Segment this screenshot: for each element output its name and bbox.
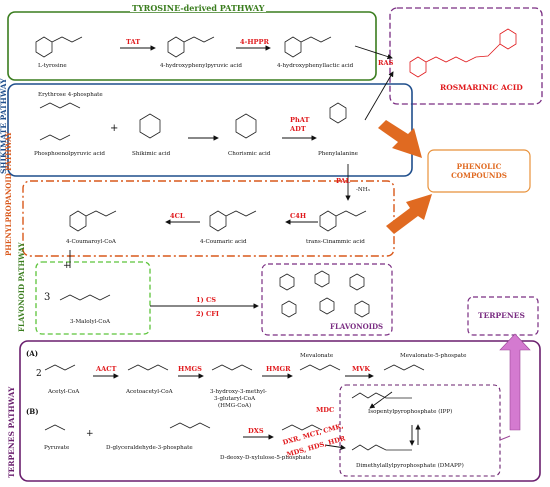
flavonoids-box — [261, 263, 393, 336]
terpenes-pathway-title: TERPENES PATHWAY — [7, 386, 16, 478]
pep-label: Phosphoenolpyruvic acid — [34, 151, 105, 157]
rosmarinic-acid-box — [389, 7, 543, 105]
adt-enzyme: ADT — [290, 125, 306, 133]
hmgr-enzyme: HMGR — [266, 365, 291, 373]
malonyl-coa-label: 3-Malolyl-CoA — [70, 319, 110, 325]
phenylpropanoid-plus: + — [63, 261, 71, 271]
phenolic-compounds-label: PHENOLIC COMPOUNDS — [451, 162, 507, 180]
cfi-enzyme: 2) CFI — [196, 310, 220, 318]
malonyl-coefficient: 3 — [44, 292, 51, 303]
phenolic-compounds-box — [427, 149, 531, 193]
c4h-enzyme: C4H — [290, 212, 307, 220]
hmg-coa-label-2: 3-glutaryl-CoA — [214, 396, 256, 402]
hppa-label: 4-hydroxyphenylpyruvic acid — [160, 63, 242, 69]
tat-enzyme: TAT — [126, 38, 141, 46]
molecule-sketches — [35, 28, 517, 451]
chorismic-acid-label: Chorismic acid — [228, 151, 271, 157]
dmapp-label: Dimethylallylpyrophosphate (DMAPP) — [356, 463, 464, 469]
g3p-label: D-glyceraldehyde-3-phosphate — [106, 445, 193, 451]
isoprenoid-box — [339, 384, 501, 477]
coumaroyl-coa-label: 4-Coumaroyl-CoA — [66, 239, 116, 245]
terpenes-box — [467, 296, 539, 336]
route-a-label: (A) — [26, 349, 39, 358]
tyrosine-pathway-title: TYROSINE-derived PATHWAY — [130, 3, 267, 13]
terpenes-plus: + — [86, 429, 94, 439]
hmg-coa-label-1: 3-hydroxy-3-methyl- — [210, 389, 267, 395]
erythrose-label: Erythrose 4-phosphate — [38, 92, 103, 98]
aact-enzyme: AACT — [96, 365, 117, 373]
hmgs-enzyme: HMGS — [178, 365, 202, 373]
ras-enzyme: RAS — [378, 59, 394, 67]
4hppr-enzyme: 4-HPPR — [240, 38, 269, 46]
acetoacetyl-coa-label: Acetoacetyl-CoA — [126, 389, 173, 395]
rosmarinic-acid-label: ROSMARINIC ACID — [440, 83, 523, 92]
mevalonate-label: Mevalonate — [300, 353, 334, 359]
cs-enzyme: 1) CS — [196, 296, 217, 304]
hpla-label: 4-hydroxyphenyllactic acid — [277, 63, 354, 69]
acetyl-coefficient: 2 — [36, 369, 42, 379]
mdc-enzyme: MDC — [316, 406, 335, 414]
flavonoids-label: FLAVONOIDS — [330, 322, 384, 331]
phenylalanine-label: Phenylalanine — [318, 151, 358, 157]
cinnamic-acid-label: trans-Cinammic acid — [306, 239, 365, 245]
4cl-enzyme: 4CL — [170, 212, 185, 220]
pyruvate-label: Pyruvate — [44, 445, 70, 451]
acetyl-coa-label: Acetyl-CoA — [48, 389, 80, 395]
phenylpropanoid-pathway-title: PHENYLPROPANOID PATHWAY — [4, 131, 13, 256]
tyrosine-pathway-box — [7, 11, 377, 81]
l-tyrosine-label: L-tyrosine — [38, 63, 67, 69]
hmg-coa-label-3: (HMG-CoA) — [218, 403, 252, 409]
mevalonate-5p-label: Mevalonate-5-phospate — [400, 353, 467, 359]
mvk-enzyme: MVK — [352, 365, 371, 373]
ipp-label: Isopentylpyrophosphate (IPP) — [368, 409, 453, 415]
terpenes-label: TERPENES — [478, 311, 525, 320]
nh3-label: -NH₃ — [356, 187, 370, 193]
route-b-label: (B) — [26, 407, 39, 416]
coumaric-acid-label: 4-Coumaric acid — [200, 239, 247, 245]
pal-enzyme: PAL — [336, 177, 351, 185]
terpenes-pathway-box — [19, 340, 541, 482]
dxp-label: D-deoxy-D-xylulose-5-phosphate — [220, 455, 312, 461]
phenylpropanoid-pathway-box — [22, 180, 395, 257]
shikimic-acid-label: Shikimic acid — [132, 151, 171, 157]
phat-enzyme: PhAT — [290, 116, 310, 124]
flavonoid-pathway-title: FLAVONOID PATHWAY — [17, 242, 26, 332]
shikimate-plus: + — [110, 123, 119, 134]
dxs-enzyme: DXS — [248, 427, 264, 435]
flavonoid-pathway-box — [35, 261, 151, 335]
